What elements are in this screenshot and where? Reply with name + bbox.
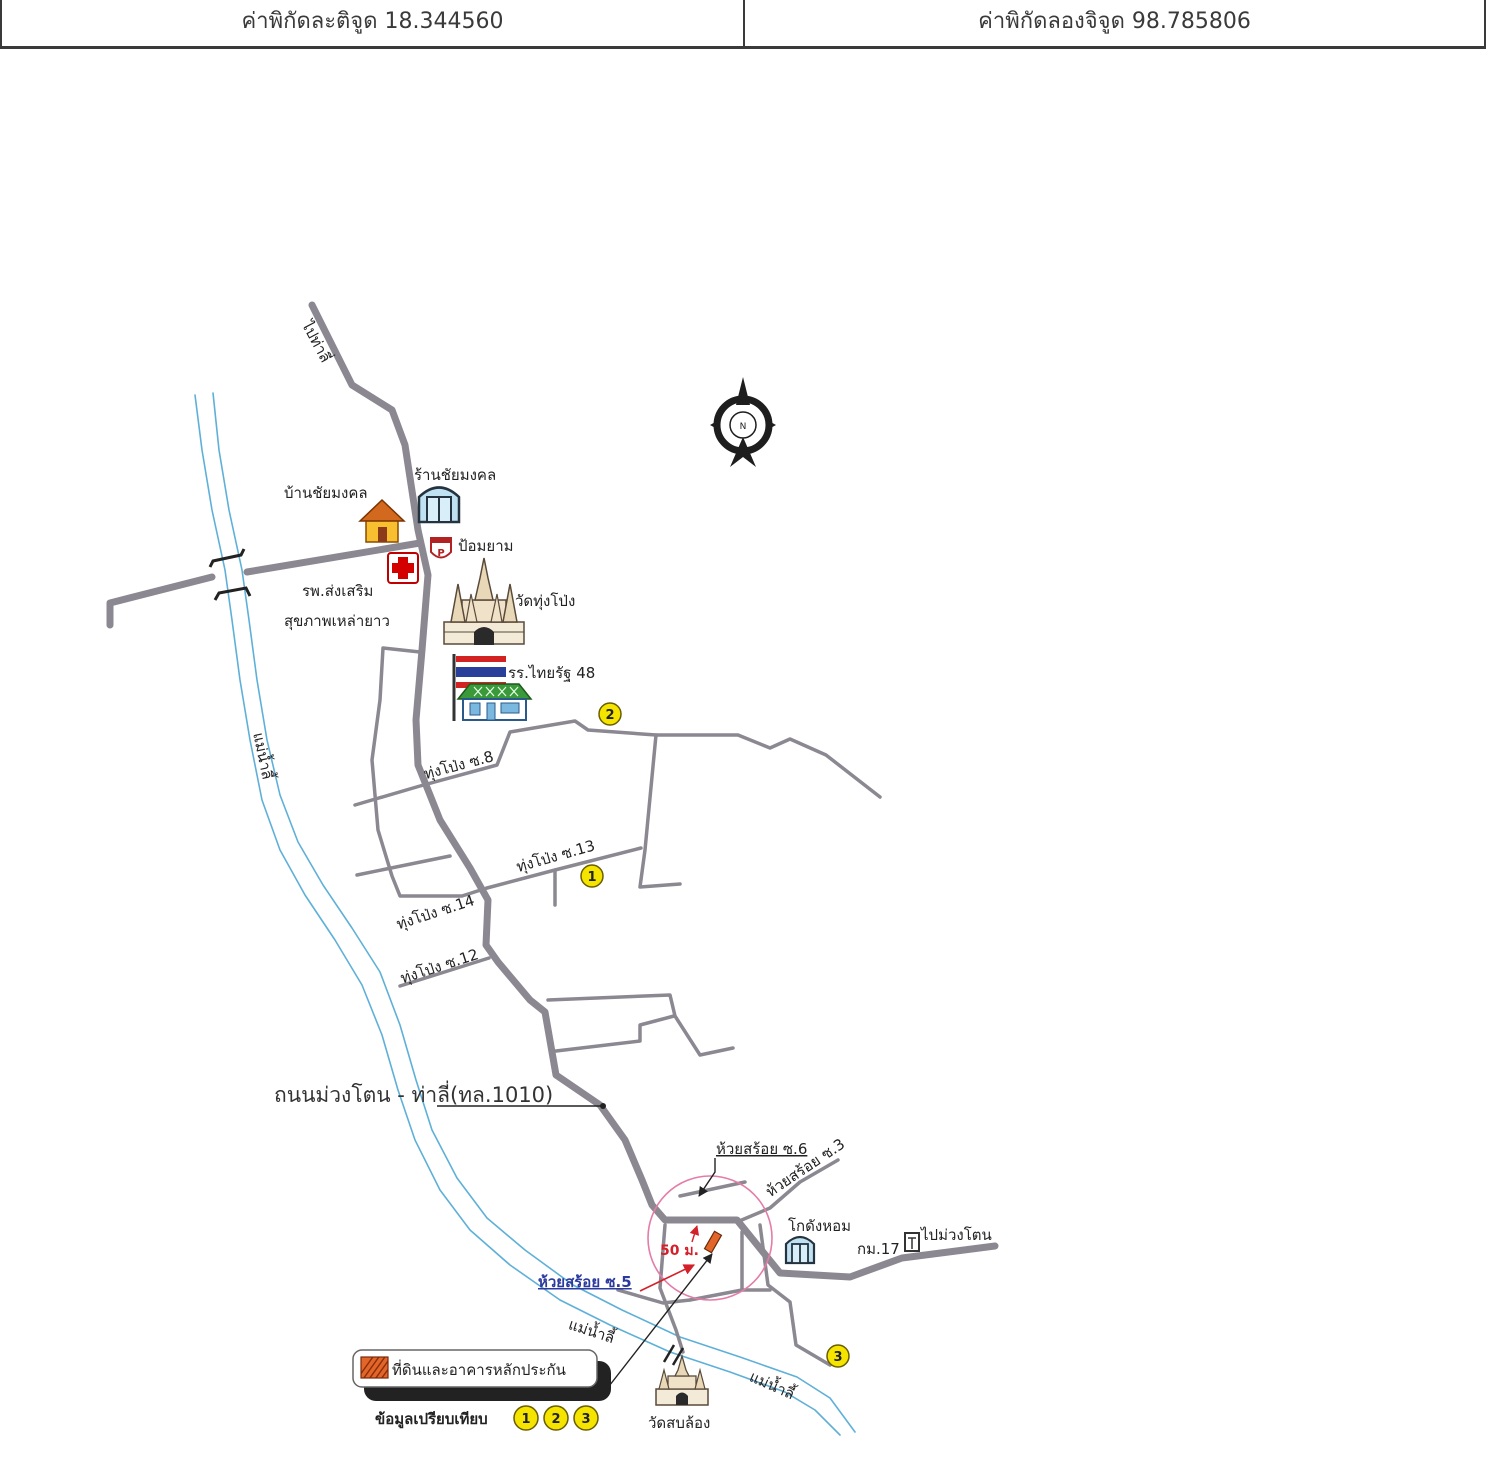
legend-marker-1-number: 1 [521, 1412, 530, 1427]
distance-label: 50 ม. [660, 1243, 699, 1259]
label-school: รร.ไทยรัฐ 48 [508, 664, 595, 682]
thai-flag-icon [456, 656, 506, 688]
legend-marker-2: 2 [543, 1405, 569, 1431]
legend-marker-3: 3 [573, 1405, 599, 1431]
road-west-loop [370, 646, 489, 898]
legend-marker-1: 1 [513, 1405, 539, 1431]
minor-roads [353, 646, 882, 1367]
road-west-cross-a [106, 573, 216, 629]
label-huai-soi-soi-6: ห้วยสร้อย ซ.6 [716, 1140, 807, 1158]
guard-post-sign-letter: P [437, 548, 444, 559]
label-godang-hom: โกดังหอม [788, 1217, 851, 1235]
comparison-marker-3: 3 [826, 1344, 850, 1368]
label-river-middle: แม่น้ำลี้ [566, 1313, 618, 1347]
bridge-south [662, 1344, 685, 1366]
label-river-south: แม่น้ำลี้ [747, 1366, 800, 1404]
road-to-wat-sop-long [658, 1223, 685, 1354]
road-thung-pong-soi-12 [398, 956, 491, 988]
label-wat-sop-long: วัดสบล้อง [648, 1414, 710, 1432]
hospital-cross-icon [387, 552, 419, 584]
road-soi-8-branch [638, 733, 682, 889]
road-thung-pong-soi-8 [353, 719, 882, 807]
road-muang-ton-tha-li [308, 301, 999, 1281]
label-chaimongkol-house: บ้านชัยมงคล [284, 484, 368, 502]
bridge-north-upper-rail [208, 548, 246, 568]
comparison-marker-1-number: 1 [587, 870, 596, 885]
compass-north-label: N [740, 422, 747, 432]
road-east-loop-south [554, 1014, 676, 1053]
label-to-muang-ton: ไปม่วงโตน [920, 1226, 992, 1244]
main-roads [106, 301, 999, 1281]
school-flag-icon [452, 654, 533, 721]
collateral-parcel-icon [703, 1230, 723, 1254]
label-hospital-line1: รพ.ส่งเสริม [302, 582, 373, 600]
label-wat-thung-pong: วัดทุ่งโป่ง [515, 592, 575, 611]
wat-sop-long-temple-icon [655, 1353, 709, 1406]
main-road-leader-dot [600, 1103, 606, 1109]
legend-marker-3-number: 3 [581, 1412, 590, 1427]
north-arrow-icon: N [710, 377, 776, 467]
guard-post-sign-icon: P [430, 537, 452, 559]
collateral-leader-arrow [605, 1253, 713, 1391]
distance-tick-arrow [689, 1225, 700, 1243]
bridge-south-rail-a [662, 1344, 676, 1363]
comparison-marker-2: 2 [598, 702, 622, 726]
comparison-marker-2-number: 2 [605, 708, 614, 723]
collateral-swatch-icon [360, 1356, 389, 1379]
road-west-cross-b [243, 539, 424, 576]
label-km-17: กม.17 [857, 1240, 900, 1258]
label-chaimongkol-shop: ร้านชัยมงคล [414, 466, 496, 484]
km-post-icon [904, 1232, 920, 1252]
label-main-road: ถนนม่วงโตน - ท่าลี่(ทล.1010) [274, 1080, 553, 1107]
bridge-south-rail-b [671, 1347, 685, 1366]
legend-box [352, 1349, 598, 1388]
label-guard-post: ป้อมยาม [458, 537, 514, 555]
label-huai-soi-soi-5: ห้วยสร้อย ซ.5 [538, 1273, 632, 1291]
comparison-marker-1: 1 [580, 864, 604, 888]
bridge-north [208, 548, 252, 601]
wat-thung-pong-temple-icon [443, 557, 525, 645]
soi-6-leader-arrow [698, 1158, 716, 1197]
map-legend: ที่ดินและอาคารหลักประกัน ข้อมูลเปรียบเที… [352, 1349, 611, 1431]
comparison-marker-3-number: 3 [833, 1350, 842, 1365]
road-west-soi [355, 854, 452, 877]
longitude-cell: ค่าพิกัดลองจิจูด 98.785806 [743, 0, 1486, 46]
shop-icon [417, 486, 461, 524]
warehouse-icon [784, 1235, 816, 1265]
road-huai-soi-soi-6 [678, 1180, 747, 1198]
legend-collateral-label: ที่ดินและอาคารหลักประกัน [392, 1359, 566, 1379]
legend-marker-2-number: 2 [551, 1412, 560, 1427]
bridge-north-lower-rail [213, 586, 252, 601]
road-huai-soi-soi-3 [735, 1158, 840, 1224]
radius-50m-circle [647, 1175, 773, 1301]
label-thung-pong-soi-8: ทุ่งโป่ง ซ.8 [422, 747, 496, 784]
house-icon [358, 498, 406, 543]
label-thung-pong-soi-12: ทุ่งโป่ง ซ.12 [398, 945, 481, 988]
legend-comparison-label: ข้อมูลเปรียบเทียบ [375, 1410, 488, 1429]
distance-arrow [639, 1264, 696, 1292]
label-hospital-line2: สุขภาพเหล่ายาว [284, 612, 390, 631]
coordinates-table: ค่าพิกัดละติจูด 18.344560 ค่าพิกัดลองจิจ… [0, 0, 1486, 49]
road-huai-soi-soi-5 [616, 1288, 692, 1305]
latitude-cell: ค่าพิกัดละติจูด 18.344560 [0, 0, 743, 46]
